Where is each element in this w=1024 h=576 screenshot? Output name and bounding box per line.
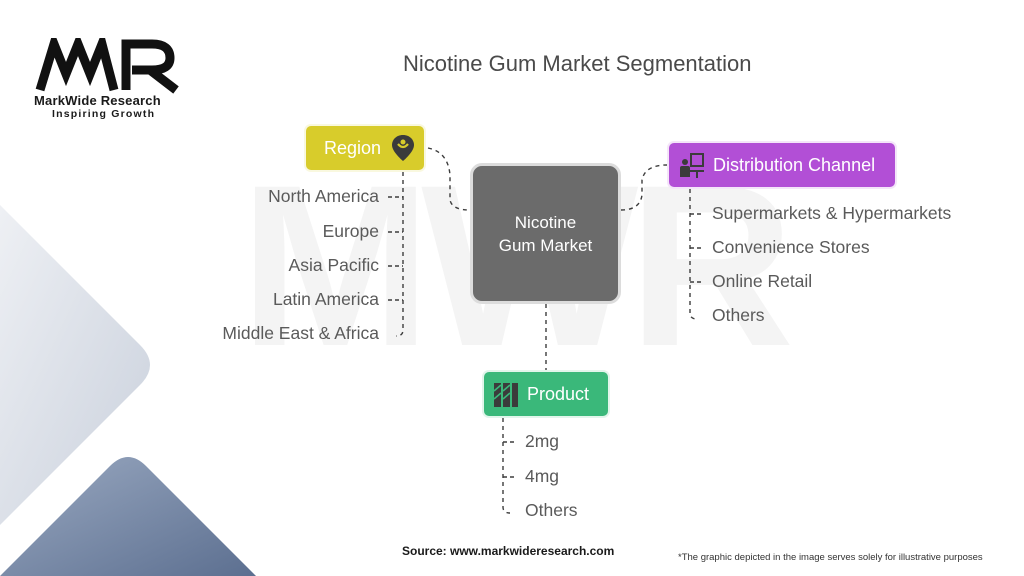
page-title: Nicotine Gum Market Segmentation xyxy=(403,51,752,76)
map-pin-icon xyxy=(392,135,414,161)
connectors xyxy=(395,147,698,514)
brand-tagline: Inspiring Growth xyxy=(52,108,156,120)
product-item: 4mg xyxy=(525,466,560,486)
dark-triangle-shape xyxy=(0,457,256,576)
product-bars-icon xyxy=(493,383,518,407)
region-item: Latin America xyxy=(272,289,379,309)
store-person-icon xyxy=(680,153,704,178)
distribution-item: Online Retail xyxy=(712,271,813,291)
distribution-item: Convenience Stores xyxy=(712,237,870,257)
category-product-label: Product xyxy=(527,383,590,404)
region-item: Asia Pacific xyxy=(288,255,379,275)
distribution-item: Others xyxy=(712,305,765,325)
brand-name: MarkWide Research xyxy=(34,93,161,108)
center-label: Nicotine Gum Market xyxy=(498,212,593,255)
product-item: 2mg xyxy=(525,431,560,451)
source-text: Source: www.markwideresearch.com xyxy=(402,544,615,558)
center-node: Nicotine Gum Market xyxy=(470,163,621,304)
light-diamond-shape xyxy=(0,205,150,525)
category-region-label: Region xyxy=(324,137,382,158)
category-product: Product xyxy=(482,370,610,418)
brand-logo-mark xyxy=(35,38,179,94)
category-region: Region xyxy=(304,124,426,172)
region-item: Europe xyxy=(322,221,379,241)
distribution-item: Supermarkets & Hypermarkets xyxy=(712,203,952,223)
disclaimer-text: *The graphic depicted in the image serve… xyxy=(678,552,983,563)
product-item: Others xyxy=(525,500,578,520)
category-distribution: Distribution Channel xyxy=(667,141,897,189)
region-item: Middle East & Africa xyxy=(222,323,379,343)
region-item: North America xyxy=(268,186,379,206)
branch-ticks xyxy=(388,196,704,478)
category-distribution-label: Distribution Channel xyxy=(713,154,876,175)
